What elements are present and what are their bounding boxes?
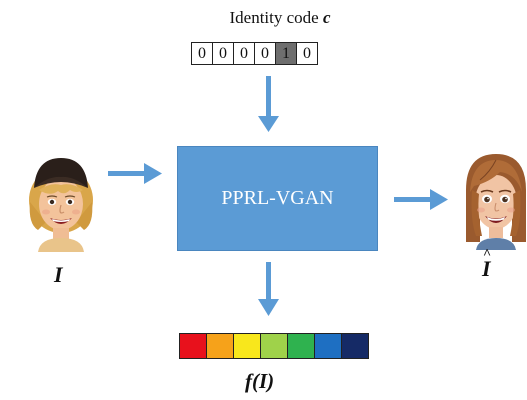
identity-code-cell: 0 bbox=[255, 43, 276, 64]
identity-code-label: Identity code bbox=[229, 8, 319, 27]
arrow-input-to-model bbox=[108, 163, 162, 184]
output-image-symbol: I bbox=[482, 247, 491, 282]
model-label: PPRL-VGAN bbox=[221, 187, 334, 209]
output-face-icon bbox=[466, 154, 526, 250]
identity-code-symbol: c bbox=[322, 8, 331, 27]
arrow-model-to-output bbox=[394, 189, 448, 210]
identity-code-title: Identity code c bbox=[0, 8, 527, 28]
arrow-model-to-feature bbox=[258, 262, 279, 316]
input-image-label: I bbox=[54, 262, 63, 287]
identity-code-cell: 0 bbox=[297, 43, 317, 64]
identity-code-cell: 1 bbox=[276, 43, 297, 64]
feature-cell bbox=[234, 334, 261, 358]
feature-cell bbox=[207, 334, 234, 358]
feature-cell bbox=[180, 334, 207, 358]
model-box: PPRL-VGAN bbox=[177, 146, 378, 251]
feature-cell bbox=[315, 334, 342, 358]
feature-cell bbox=[261, 334, 288, 358]
output-image-label: I bbox=[482, 247, 491, 282]
identity-code-cell: 0 bbox=[234, 43, 255, 64]
feature-cell bbox=[342, 334, 368, 358]
arrow-code-to-model bbox=[258, 76, 279, 132]
identity-code-cell: 0 bbox=[213, 43, 234, 64]
feature-vector-bar bbox=[179, 333, 369, 359]
feature-cell bbox=[288, 334, 315, 358]
identity-code-cell: 0 bbox=[192, 43, 213, 64]
input-face-icon bbox=[29, 158, 93, 252]
feature-label: f(I) bbox=[245, 369, 275, 393]
